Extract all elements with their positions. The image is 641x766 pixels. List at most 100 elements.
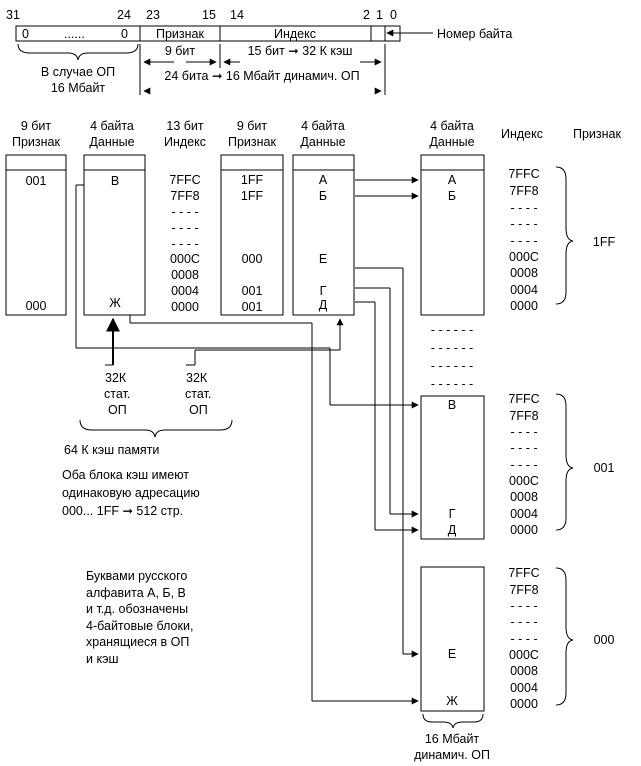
memory-data-header-size: 4 байта (430, 119, 474, 133)
data2-header-name: Данные (300, 135, 345, 149)
tag1-header-name: Признак (12, 135, 61, 149)
memory-gap-row: - - - - - - (431, 341, 473, 355)
note-addressing-line: Оба блока кэш имеют (62, 468, 189, 482)
memory-index-row: 0000 (510, 299, 538, 313)
tag1-row-001: 001 (26, 174, 47, 188)
sram2-label-op: ОП (189, 403, 208, 417)
cache-tag-column-1: 001 000 (5, 154, 67, 316)
dynamic-note: 24 бита ➞ 16 Мбайт динамич. ОП (164, 69, 359, 83)
index-row: 0004 (171, 284, 199, 298)
cache-block-d: Д (319, 298, 328, 312)
cache-block-a: А (319, 173, 328, 187)
cache-data-column-1: В Ж (83, 154, 146, 316)
memory-index-row: 0008 (510, 490, 538, 504)
upper-field-left: 0 (22, 27, 29, 41)
bit-23: 23 (146, 8, 160, 22)
memory-page-001: В Г Д 7FFC 7FF8 - - - - - - - - - - - - … (420, 392, 615, 540)
note-letters-line: Буквами русского (86, 569, 187, 583)
index-row: - - - - (171, 237, 198, 251)
address-format: 31 24 23 15 14 2 1 0 0 ...... 0 Признак … (6, 8, 512, 95)
note-addressing-line: 000... 1FF ➞ 512 стр. (62, 504, 183, 518)
tag2-row-001: 001 (242, 300, 263, 314)
tag-width-note: 9 бит (165, 44, 196, 58)
cache-total-label: 64 К кэш памяти (64, 443, 159, 457)
memory-index-row: 7FF8 (509, 409, 538, 423)
memory-index-row: 7FF8 (509, 583, 538, 597)
cache-index-column: 7FFC 7FF8 - - - - - - - - - - - - 000C 0… (169, 173, 200, 314)
index-row: 0000 (171, 300, 199, 314)
memory-index-row: 000C (509, 250, 539, 264)
cache-block-zh: Ж (109, 296, 121, 310)
memory-index-row: 000C (509, 648, 539, 662)
data1-header-size: 4 байта (90, 119, 134, 133)
sram1-label-size: 32К (105, 371, 127, 385)
memory-index-row: 7FFC (508, 167, 539, 181)
memory-index-row: 0000 (510, 697, 538, 711)
memory-index-row: - - - - (510, 425, 537, 439)
note-letters-line: 4-байтовые блоки, (86, 619, 193, 633)
memory-gap-row: - - - - - - (431, 377, 473, 391)
memory-index-row: - - - - (510, 632, 537, 646)
index-note: 15 бит ➞ 32 К кэш (248, 44, 353, 58)
memory-index-row: 0000 (510, 523, 538, 537)
cache-column-headers: 9 бит Признак 4 байта Данные 13 бит Инде… (12, 119, 346, 149)
index-row: 0008 (171, 268, 199, 282)
note-letters-line: и т.д. обозначены (86, 602, 188, 616)
memory-index-row: - - - - (510, 458, 537, 472)
dram-brace: 16 Мбайт динамич. ОП (414, 713, 490, 762)
memory-block-d: Д (448, 523, 457, 537)
memory-page-1ff: А Б 7FFC 7FF8 - - - - - - - - - - - - 00… (420, 154, 615, 316)
cache-block-g: Г (320, 284, 327, 298)
memory-index-row: 0004 (510, 507, 538, 521)
index-row: 7FF8 (170, 189, 199, 203)
index-row: - - - - (171, 205, 198, 219)
tag2-row-1ff: 1FF (241, 173, 264, 187)
bit-14: 14 (230, 8, 244, 22)
data2-header-size: 4 байта (301, 119, 345, 133)
sram2-label-type: стат. (185, 387, 211, 401)
tag-field-label: Признак (156, 27, 205, 41)
data1-header-name: Данные (89, 135, 134, 149)
memory-block-a: А (448, 173, 457, 187)
bit-31: 31 (6, 8, 20, 22)
bit-0: 0 (390, 8, 397, 22)
index-row: 000C (170, 252, 200, 266)
cache-data-column-2: А Б Е Г Д (292, 154, 355, 316)
memory-index-row: 0008 (510, 266, 538, 280)
note-addressing: Оба блока кэш имеют одинаковую адресацию… (62, 468, 200, 518)
bit-24: 24 (117, 8, 131, 22)
cache-tag-column-2: 1FF 1FF 000 001 001 (220, 154, 284, 316)
memory-block-b: Б (448, 189, 456, 203)
sram2-label-size: 32К (186, 371, 208, 385)
memory-page-tag-001: 001 (594, 461, 615, 475)
dram-label-size: 16 Мбайт (425, 732, 480, 746)
note-letters-line: хранящиеся в ОП (86, 635, 189, 649)
tag1-header-bits: 9 бит (21, 119, 52, 133)
memory-index-row: - - - - (510, 441, 537, 455)
note-letters: Буквами русского алфавита А, Б, В и т.д.… (86, 569, 193, 666)
upper-bits-note-1: В случае ОП (41, 65, 115, 79)
memory-block-zh: Ж (446, 694, 458, 708)
cache-block-v: В (111, 174, 119, 188)
memory-index-row: 0004 (510, 681, 538, 695)
memory-block-v: В (448, 398, 456, 412)
bit-1: 1 (376, 8, 383, 22)
note-letters-line: алфавита А, Б, В (86, 586, 186, 600)
tag2-row-000: 000 (242, 252, 263, 266)
index-header-name: Индекс (164, 135, 206, 149)
index-header-bits: 13 бит (166, 119, 204, 133)
memory-headers: 4 байта Данные Индекс Признак (429, 119, 621, 149)
memory-index-row: - - - - (510, 217, 537, 231)
cache-block-e: Е (319, 252, 327, 266)
bit-2: 2 (363, 8, 370, 22)
memory-index-row: - - - - (510, 599, 537, 613)
memory-gap-row: - - - - - - (431, 359, 473, 373)
memory-index-row: 000C (509, 474, 539, 488)
bit-15: 15 (202, 8, 216, 22)
cache-block-b: Б (319, 189, 327, 203)
sram1-label-op: ОП (108, 403, 127, 417)
dram-label-type: динамич. ОП (414, 748, 490, 762)
memory-index-row: - - - - (510, 201, 537, 215)
index-row: - - - - (171, 221, 198, 235)
memory-page-000: Е Ж 7FFC 7FF8 - - - - - - - - - - - - 00… (420, 566, 614, 712)
